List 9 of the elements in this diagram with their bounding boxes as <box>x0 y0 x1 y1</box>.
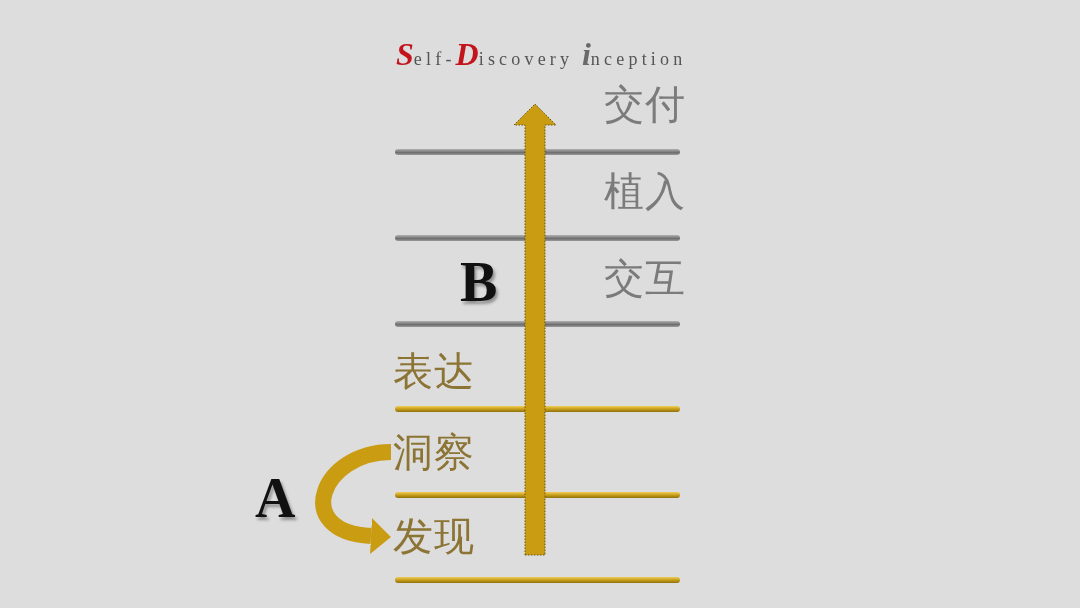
letter-label: A <box>255 470 296 526</box>
step-label: 交互 <box>604 258 686 298</box>
step-label: 发现 <box>393 516 475 556</box>
step-label: 洞察 <box>393 432 475 472</box>
step-label: 交付 <box>604 84 686 124</box>
title: Self-Discovery inception <box>396 38 687 70</box>
step-label: 表达 <box>393 351 475 391</box>
letter-label: B <box>460 254 498 310</box>
step-label: 植入 <box>604 171 686 211</box>
